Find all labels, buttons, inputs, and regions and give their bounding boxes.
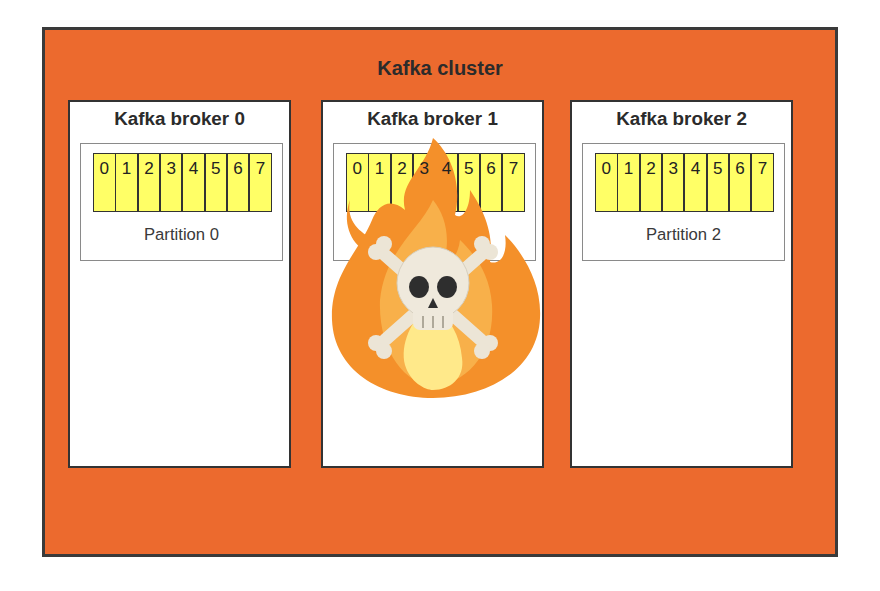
flame-inner: [404, 300, 463, 390]
offset-cell: 2: [138, 153, 161, 212]
broker-heading: Kafka broker 0: [70, 107, 289, 131]
offset-cell: 1: [368, 153, 391, 212]
offset-number: 5: [708, 157, 729, 181]
flame-middle: [380, 200, 492, 385]
offset-cell: 5: [707, 153, 730, 212]
offset-number: 4: [436, 157, 457, 181]
offset-cell: 3: [160, 153, 183, 212]
offset-cell: 2: [391, 153, 414, 212]
partition-label: Partition 0: [81, 224, 282, 246]
partition-box: Partition 0 01234567: [80, 143, 283, 261]
offset-cell: 5: [458, 153, 481, 212]
offset-number: 5: [459, 157, 480, 181]
broker-box: Kafka broker 0 Partition 0 01234567: [68, 100, 291, 468]
offset-number: 0: [347, 157, 368, 181]
skull: [397, 247, 469, 330]
offset-cell: 0: [595, 153, 618, 212]
offset-number: 5: [206, 157, 227, 181]
offset-cell: 3: [413, 153, 436, 212]
offset-cell: 6: [480, 153, 503, 212]
broker-box: Kafka broker 2 Partition 2 01234567: [570, 100, 793, 468]
offset-number: 6: [228, 157, 249, 181]
partition-label: Partition 2: [583, 224, 784, 246]
offset-number: 6: [481, 157, 502, 181]
broker-heading: Kafka broker 1: [323, 107, 542, 131]
offset-cell: 2: [640, 153, 663, 212]
offset-number: 7: [752, 157, 773, 181]
offset-cell: 0: [93, 153, 116, 212]
offset-cell: 3: [662, 153, 685, 212]
offset-cell: 7: [751, 153, 774, 212]
offset-number: 1: [618, 157, 639, 181]
partition-box: Partition 2 01234567: [582, 143, 785, 261]
offset-cell: 1: [115, 153, 138, 212]
offset-number: 1: [369, 157, 390, 181]
offset-cell: 7: [502, 153, 525, 212]
offset-cell: 0: [346, 153, 369, 212]
crossbones: [368, 236, 498, 359]
offset-number: 0: [596, 157, 617, 181]
offset-number: 3: [663, 157, 684, 181]
offset-cell: 6: [227, 153, 250, 212]
offset-cell: 5: [205, 153, 228, 212]
offset-number: 2: [641, 157, 662, 181]
offset-number: 1: [116, 157, 137, 181]
partition-box: 01234567: [333, 143, 536, 261]
offset-number: 7: [503, 157, 524, 181]
broker-box: Kafka broker 1 01234567: [321, 100, 544, 468]
offset-cell: 7: [249, 153, 272, 212]
offset-cell: 1: [617, 153, 640, 212]
offset-number: 2: [139, 157, 160, 181]
flame-side: [347, 200, 374, 252]
flame-outer: [332, 138, 540, 398]
offset-number: 3: [161, 157, 182, 181]
broker-heading: Kafka broker 2: [572, 107, 791, 131]
offset-number: 6: [730, 157, 751, 181]
offset-number: 7: [250, 157, 271, 181]
offset-cell: 4: [182, 153, 205, 212]
offset-cell: 4: [435, 153, 458, 212]
cluster-title: Kafka cluster: [45, 56, 835, 80]
offset-number: 4: [183, 157, 204, 181]
offset-number: 2: [392, 157, 413, 181]
cluster-frame: Kafka clusterKafka broker 0Partition 001…: [42, 27, 838, 557]
offset-number: 0: [94, 157, 115, 181]
offset-cell: 4: [684, 153, 707, 212]
offset-cell: 6: [729, 153, 752, 212]
offset-number: 3: [414, 157, 435, 181]
offset-number: 4: [685, 157, 706, 181]
